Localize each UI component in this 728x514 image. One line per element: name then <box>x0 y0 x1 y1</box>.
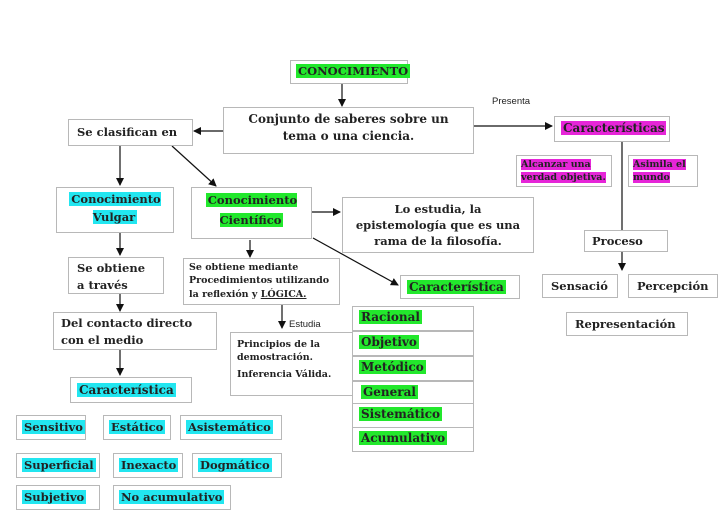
vulgar-trait-estatico: Estático <box>103 415 171 440</box>
proceso-item-sensacion: Sensació <box>542 274 618 298</box>
vulgar-trait-subjetivo-text: Subjetivo <box>22 490 87 504</box>
cientifico-trait-racional: Racional <box>352 306 474 331</box>
caracteristicas-box: Características <box>554 116 670 142</box>
caracteristicas-label: Características <box>561 121 667 135</box>
cientifico-trait-acumulativo: Acumulativo <box>352 427 474 452</box>
cientifico-trait-sistematico: Sistemático <box>352 403 474 428</box>
vulgar-trait-subjetivo: Subjetivo <box>16 485 100 510</box>
epistemologia-text: Lo estudia, la epistemología que es una … <box>355 202 521 249</box>
vulgar-trait-estatico-text: Estático <box>109 420 166 434</box>
proceso-item-percepcion: Percepción <box>628 274 718 298</box>
cientifico-trait-objetivo: Objetivo <box>352 331 474 356</box>
vulgar-caracteristica-label: Característica <box>77 383 176 397</box>
definition-text: Conjunto de saberes sobre un tema o una … <box>248 112 449 144</box>
vulgar-contacto-box: Del contacto directo con el medio <box>53 312 217 350</box>
cientifico-trait-metodico: Metódico <box>352 356 474 381</box>
cientifico-trait-metodico-text: Metódico <box>359 360 426 374</box>
vulgar-label: Conocimiento Vulgar <box>69 192 161 225</box>
vulgar-trait-sensitivo: Sensitivo <box>16 415 86 440</box>
vulgar-trait-superficial-text: Superficial <box>22 458 96 472</box>
cientifico-trait-sistematico-text: Sistemático <box>359 407 443 421</box>
vulgar-caracteristica-box: Característica <box>70 377 192 403</box>
principios-box: Principios de la demostración. Inferenci… <box>230 332 353 396</box>
vulgar-trait-inexacto: Inexacto <box>113 453 183 478</box>
presenta-label: Presenta <box>492 96 531 107</box>
vulgar-trait-dogmatico-text: Dogmático <box>198 458 272 472</box>
cientifico-trait-racional-text: Racional <box>359 310 422 324</box>
vulgar-trait-sensitivo-text: Sensitivo <box>22 420 85 434</box>
vulgar-contacto-text: Del contacto directo con el medio <box>61 316 193 347</box>
vulgar-trait-asistematico: Asistemático <box>180 415 282 440</box>
principios-text: Principios de la demostración. <box>237 339 321 363</box>
proceso-box: Proceso <box>584 230 668 252</box>
proceso-label: Proceso <box>592 234 643 248</box>
vulgar-obtiene-text: Se obtiene a través <box>77 261 146 292</box>
caracteristica-item-mundo-text: Asimila el mundo <box>633 159 686 184</box>
cientifico-trait-objetivo-text: Objetivo <box>359 335 419 349</box>
clasifican-box: Se clasifican en <box>68 119 193 146</box>
cientifico-trait-acumulativo-text: Acumulativo <box>359 431 448 445</box>
cientifico-trait-general-text: General <box>361 385 418 399</box>
definition-box: Conjunto de saberes sobre un tema o una … <box>223 107 474 154</box>
caracteristica-item-verdad-text: Alcanzar una verdad objetiva. <box>521 159 606 184</box>
arrow-clasifican-to-cientifico <box>171 145 217 187</box>
cientifico-caracteristica-box: Característica <box>400 275 520 299</box>
cientifico-trait-general: General <box>352 381 474 406</box>
inferencia-text: Inferencia Válida. <box>237 368 332 380</box>
cientifico-obtiene-text: Se obtiene mediante Procedimientos utili… <box>189 262 330 300</box>
cientifico-label: Conocimiento Científico <box>205 193 298 228</box>
caracteristica-item-verdad: Alcanzar una verdad objetiva. <box>516 155 612 187</box>
proceso-item-sensacion-text: Sensació <box>551 279 608 293</box>
cientifico-box: Conocimiento Científico <box>191 187 312 239</box>
vulgar-obtiene-box: Se obtiene a través <box>68 257 164 294</box>
cientifico-logica-text: LÓGICA. <box>260 288 307 300</box>
vulgar-trait-asistematico-text: Asistemático <box>186 420 273 434</box>
vulgar-trait-no-acumulativo-text: No acumulativo <box>119 490 225 504</box>
title-box: CONOCIMIENTO <box>290 60 411 84</box>
vulgar-trait-dogmatico: Dogmático <box>192 453 282 478</box>
cientifico-obtiene-box: Se obtiene mediante Procedimientos utili… <box>183 258 340 305</box>
vulgar-trait-no-acumulativo: No acumulativo <box>113 485 231 510</box>
cientifico-caracteristica-label: Característica <box>407 280 506 294</box>
clasifican-text: Se clasifican en <box>77 125 178 139</box>
title-text: CONOCIMIENTO <box>296 64 411 78</box>
arrow-cientifico-to-caracteristica <box>312 237 399 286</box>
proceso-item-representacion: Representación <box>566 312 688 336</box>
vulgar-trait-superficial: Superficial <box>16 453 100 478</box>
proceso-item-percepcion-text: Percepción <box>637 279 709 293</box>
vulgar-trait-inexacto-text: Inexacto <box>119 458 179 472</box>
proceso-item-representacion-text: Representación <box>575 317 676 331</box>
vulgar-box: Conocimiento Vulgar <box>56 187 174 233</box>
epistemologia-box: Lo estudia, la epistemología que es una … <box>342 197 534 253</box>
caracteristica-item-mundo: Asimila el mundo <box>628 155 698 187</box>
estudia-label: Estudia <box>289 319 321 330</box>
